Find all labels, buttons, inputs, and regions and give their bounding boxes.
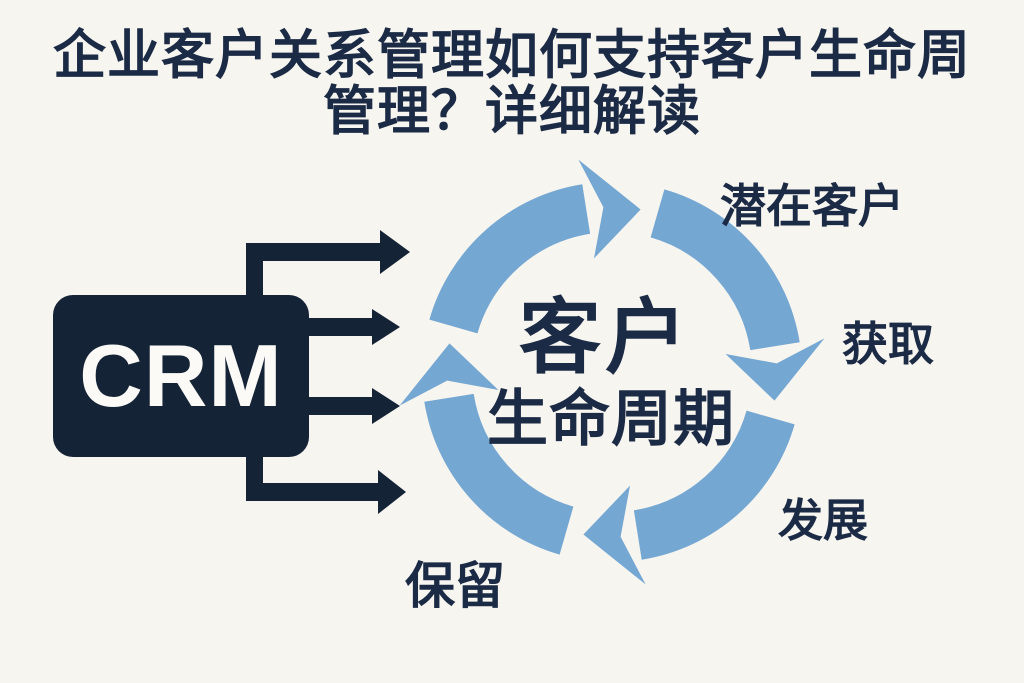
flow-arrow-upper-middle-icon <box>309 309 400 345</box>
cycle-arrowhead-left-icon <box>399 343 499 406</box>
crm-box-label: CRM <box>79 326 283 425</box>
page-title-line2: 管理？详细解读 <box>323 82 701 141</box>
stage-label-acquisition: 获取 <box>842 318 934 370</box>
cycle-center-title: 客户 <box>518 292 692 384</box>
lifecycle-ring <box>424 184 800 560</box>
stage-label-development: 发展 <box>778 495 869 546</box>
cycle-arc-top-right <box>650 189 800 351</box>
lifecycle-ring-arrowheads <box>399 159 825 585</box>
cycle-arrowhead-right-icon <box>725 338 825 401</box>
cycle-arc-bottom-right <box>633 410 795 560</box>
stage-label-retention: 保留 <box>405 558 505 614</box>
cycle-center-subtitle: 生命周期 <box>486 384 736 453</box>
cycle-arrowhead-bottom-icon <box>583 485 646 585</box>
cycle-arc-bottom-left <box>424 393 574 555</box>
crm-flow-arrows <box>246 230 410 514</box>
flow-arrow-top-icon <box>246 230 410 295</box>
crm-box: CRM <box>53 295 309 457</box>
page-title: 企业客户关系管理如何支持客户生命周 管理？详细解读 <box>0 28 1024 140</box>
flow-arrow-bottom-icon <box>246 457 406 514</box>
page-title-line1: 企业客户关系管理如何支持客户生命周 <box>53 26 971 85</box>
flow-arrow-lower-middle-icon <box>309 388 400 424</box>
stage-label-prospects: 潜在客户 <box>720 180 904 232</box>
cycle-arrowhead-top-icon <box>578 159 641 259</box>
cycle-arc-top-left <box>429 184 591 334</box>
